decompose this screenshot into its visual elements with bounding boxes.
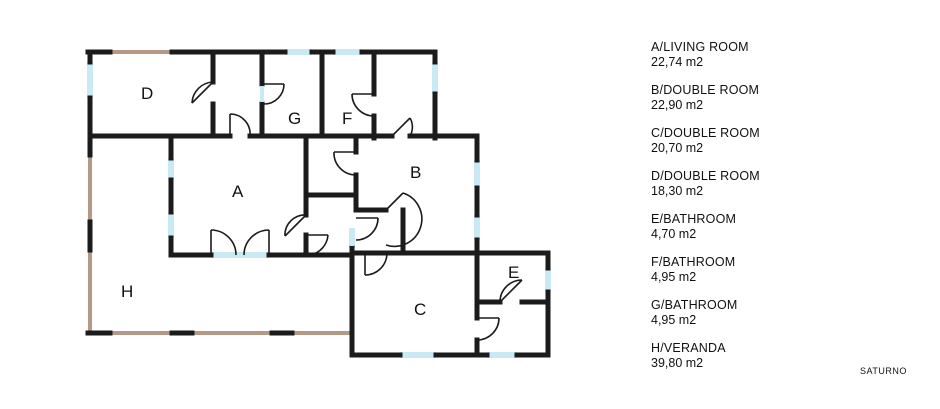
legend-room-name: D/DOUBLE ROOM (651, 169, 760, 183)
legend-room-area: 4,70 m2 (651, 227, 697, 241)
floor-plan: D G F A B H C E (85, 49, 551, 358)
room-legend: A/LIVING ROOM 22,74 m2 B/DOUBLE ROOM 22,… (651, 40, 851, 384)
legend-room-name: C/DOUBLE ROOM (651, 126, 760, 140)
veranda-edges (88, 50, 352, 335)
legend-item: G/BATHROOM 4,95 m2 (651, 298, 851, 341)
room-label-f: F (342, 109, 352, 128)
legend-room-name: F/BATHROOM (651, 255, 736, 269)
legend-room-area: 4,95 m2 (651, 270, 697, 284)
walls (85, 49, 551, 358)
room-label-c: C (414, 300, 426, 319)
room-label-a: A (232, 182, 244, 201)
legend-item: D/DOUBLE ROOM 18,30 m2 (651, 169, 851, 212)
legend-item: H/VERANDA 39,80 m2 (651, 341, 851, 384)
legend-room-name: A/LIVING ROOM (651, 40, 749, 54)
legend-item: E/BATHROOM 4,70 m2 (651, 212, 851, 255)
legend-room-area: 22,74 m2 (651, 55, 704, 69)
legend-room-area: 20,70 m2 (651, 141, 704, 155)
room-label-h: H (121, 282, 133, 301)
door-jambs (260, 86, 354, 246)
legend-item: F/BATHROOM 4,95 m2 (651, 255, 851, 298)
legend-room-area: 18,30 m2 (651, 184, 704, 198)
legend-item: A/LIVING ROOM 22,74 m2 (651, 40, 851, 83)
legend-room-name: E/BATHROOM (651, 212, 737, 226)
legend-room-name: H/VERANDA (651, 341, 726, 355)
legend-item: C/DOUBLE ROOM 20,70 m2 (651, 126, 851, 169)
brand-label: SATURNO (860, 366, 907, 376)
legend-room-name: B/DOUBLE ROOM (651, 83, 760, 97)
legend-item: B/DOUBLE ROOM 22,90 m2 (651, 83, 851, 126)
legend-room-name: G/BATHROOM (651, 298, 738, 312)
doors (191, 81, 523, 341)
room-label-d: D (141, 84, 153, 103)
room-label-g: G (288, 109, 301, 128)
legend-room-area: 4,95 m2 (651, 313, 697, 327)
legend-room-area: 39,80 m2 (651, 356, 704, 370)
room-label-e: E (508, 263, 519, 282)
room-label-b: B (410, 163, 421, 182)
legend-room-area: 22,90 m2 (651, 98, 704, 112)
